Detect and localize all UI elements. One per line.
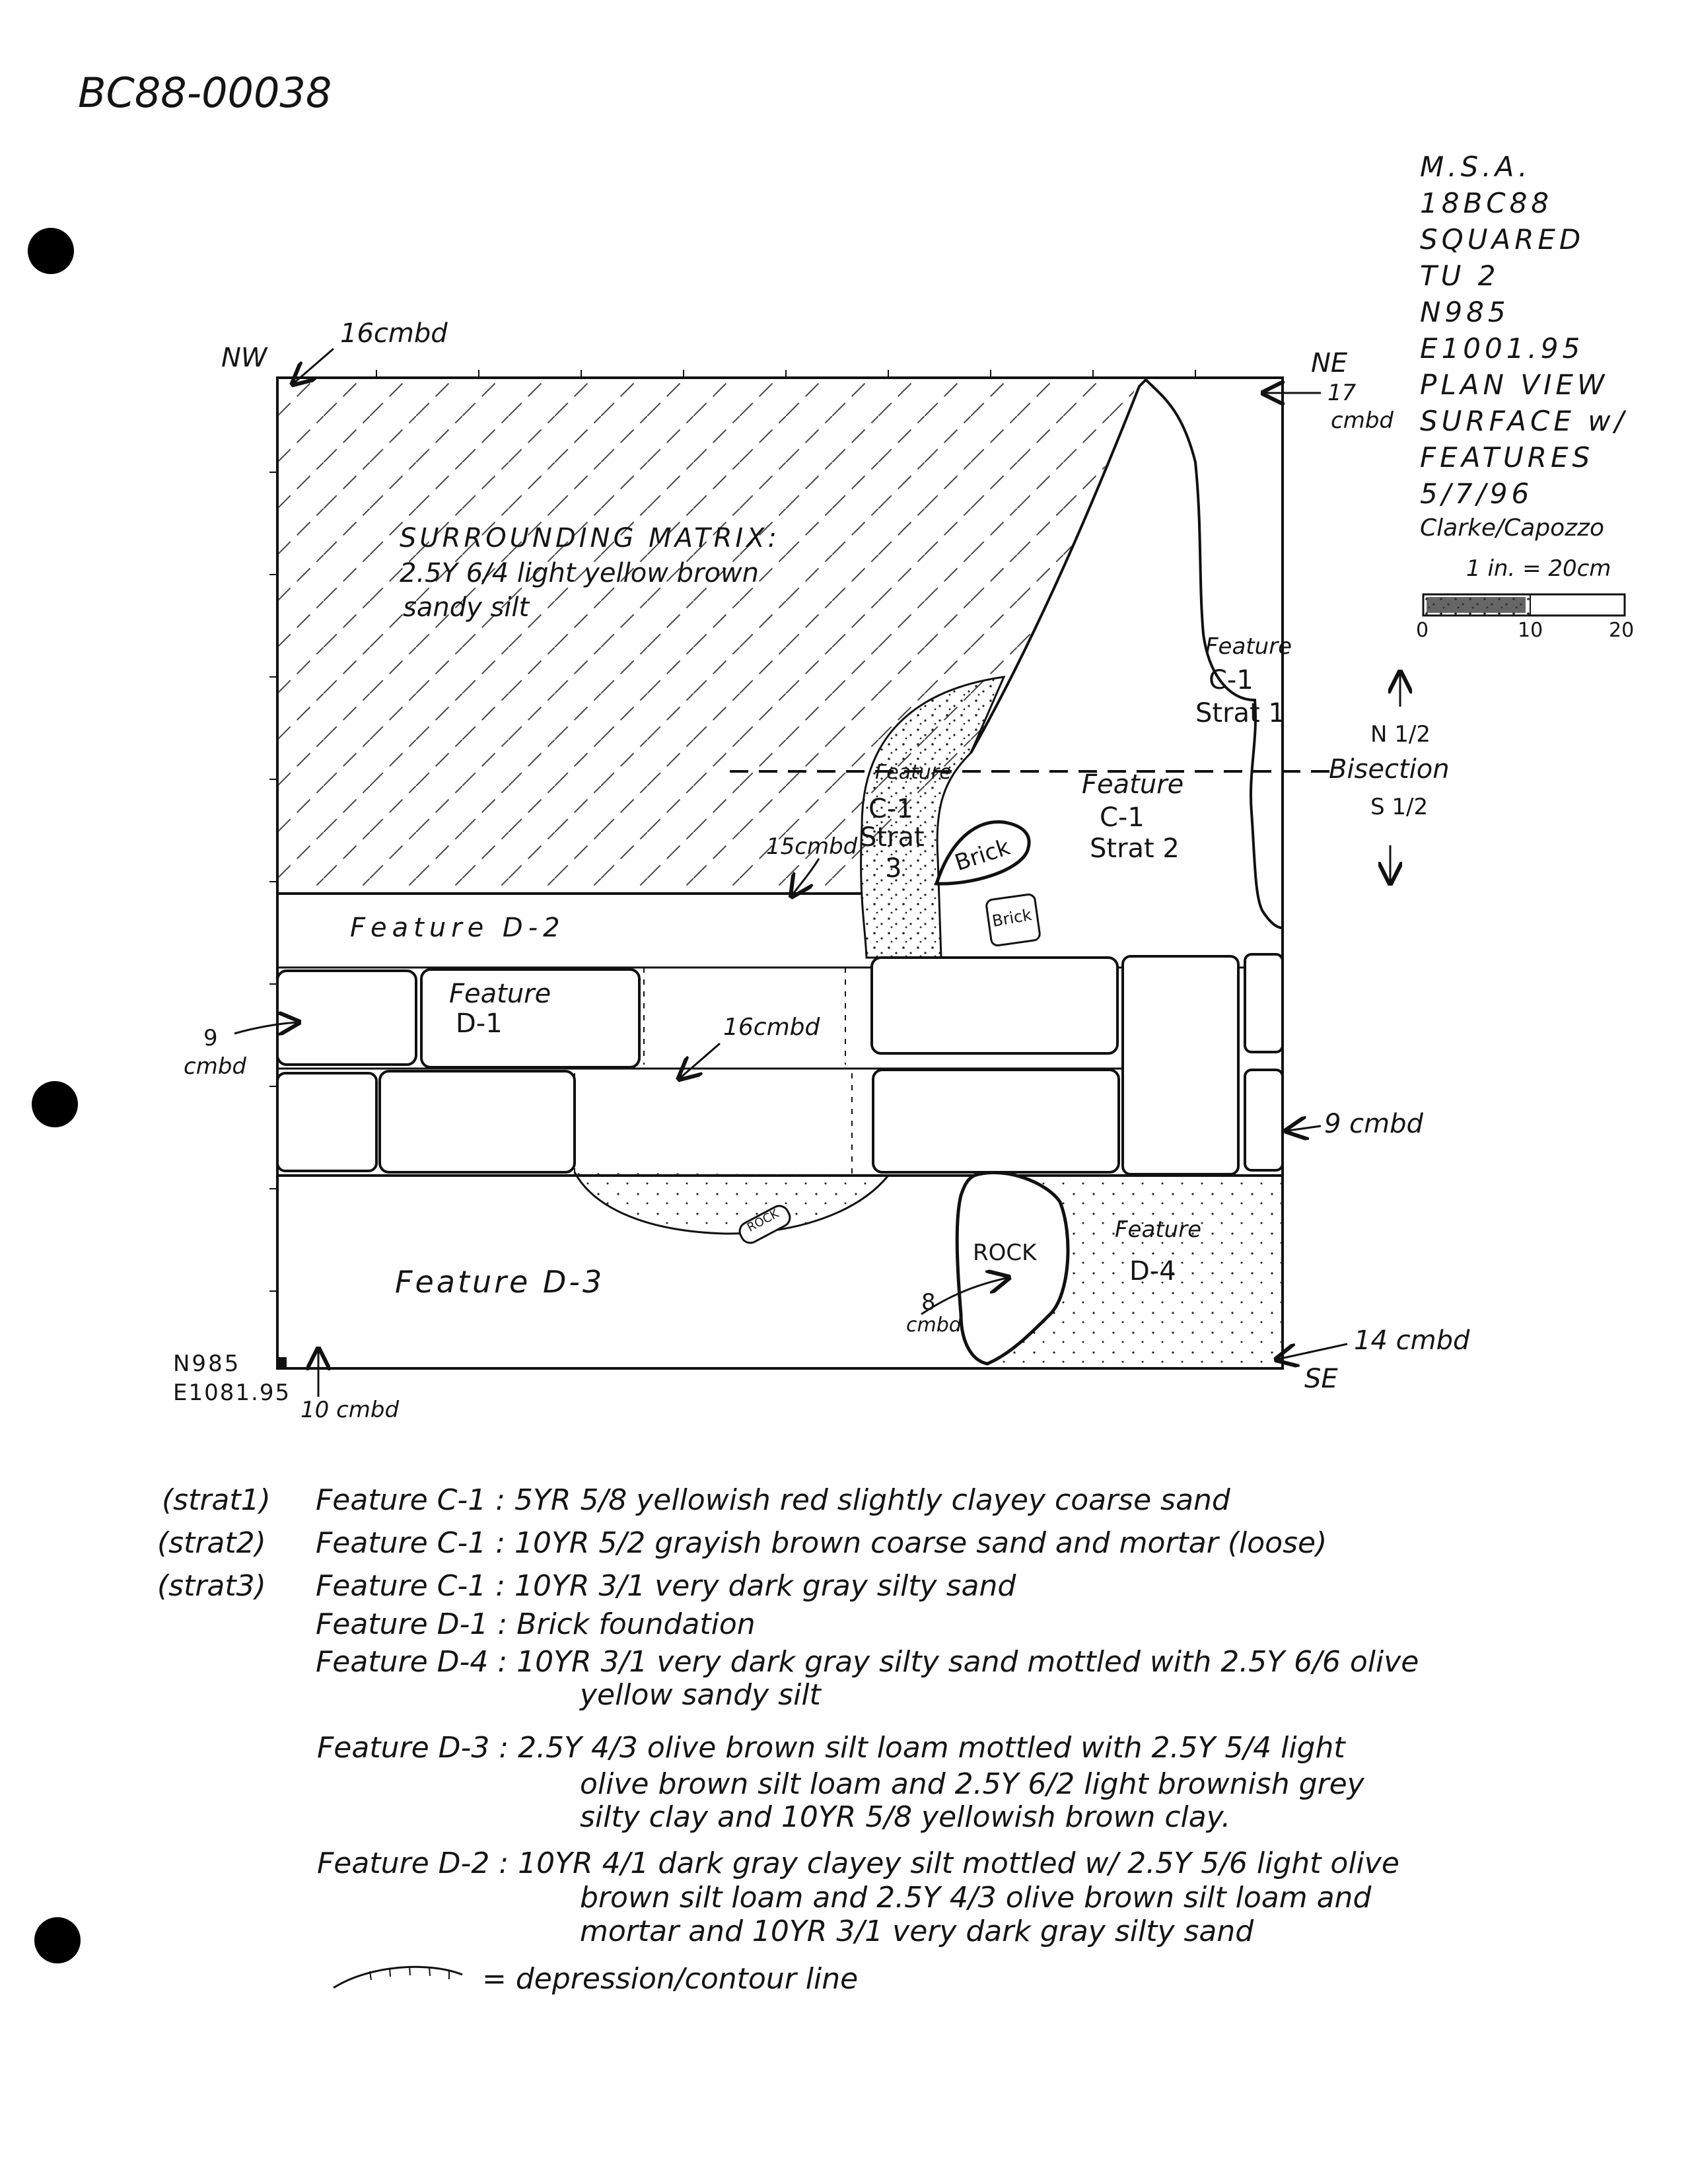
corner-nw-depth: 16cmbd [340,318,448,349]
feature-d1-label: Feature [449,979,551,1009]
header-line: SURFACE w/ [1420,405,1628,437]
header-line: N985 [1420,296,1510,328]
corner-sw-easting: E1081.95 [173,1380,291,1406]
feature-c1-strat3-fill [860,676,1006,959]
legend-entry: mortar and 10YR 3/1 very dark gray silty… [580,1915,1254,1948]
depth-16-arrow [680,1042,721,1078]
header-line: M.S.A. [1420,151,1532,183]
rock-label: ROCK [973,1240,1037,1266]
header-line: E1001.95 [1420,332,1584,365]
test-unit-square [276,376,1284,1370]
scale-tick-20: 20 [1609,619,1635,642]
surrounding-matrix-hatch [277,378,1139,892]
corner-se-depth: 14 cmbd [1354,1325,1470,1356]
legend-entry: silty clay and 10YR 5/8 yellowish brown … [580,1800,1231,1834]
feature-c1-strat2-label: Strat 2 [1090,833,1180,864]
corner-nw: NW [221,343,267,373]
matrix-label: 2.5Y 6/4 light yellow brown [400,558,760,588]
corner-ne: NE [1311,348,1348,378]
header-line: TU 2 [1420,260,1500,292]
feature-c1-strat1-label: Strat 1 [1195,698,1285,728]
matrix-label: SURROUNDING MATRIX: [400,523,781,553]
feature-c1-strat2-label: Feature [1082,769,1184,800]
depth-9-left-label: cmbd [184,1053,246,1080]
big-rock-shape [955,1171,1070,1366]
legend-entry: Feature C-1 : 10YR 3/1 very dark gray si… [316,1569,1016,1603]
depth-15-label: 15cmbd [766,833,858,860]
punch-hole-bottom [34,1917,81,1963]
nw-depth-arrow [294,347,334,383]
scale-tick-10: 10 [1518,619,1543,642]
legend-entry: Feature D-3 : 2.5Y 4/3 olive brown silt … [317,1731,1345,1765]
legend-entry: Feature C-1 : 5YR 5/8 yellowish red slig… [316,1483,1230,1517]
scale-text: 1 in. = 20cm [1466,555,1611,582]
legend-entry: Feature C-1 : 10YR 5/2 grayish brown coa… [316,1526,1327,1560]
legend-entry: Feature D-1 : Brick foundation [316,1607,756,1641]
corner-ne-depth: cmbd [1331,407,1394,434]
brick-shape [985,893,1041,947]
depth-9-left-arrow [234,1022,297,1034]
brick-shape [934,820,1031,886]
small-rock-shape [738,1205,791,1244]
scale-tick-0: 0 [1416,619,1429,642]
legend-entry: olive brown silt loam and 2.5Y 6/2 light… [580,1767,1364,1801]
depth-8-arrow [921,1278,1007,1316]
feature-d1-bricks [276,953,1284,1176]
feature-d3-label: Feature D-3 [395,1264,605,1300]
depression-contour [574,968,853,1176]
corner-ne-depth: 17 [1327,380,1357,406]
header-line: 18BC88 [1420,187,1553,219]
punch-hole-middle [32,1081,78,1127]
contour-key-label: = depression/contour line [482,1962,859,1996]
feature-d4-label: Feature [1115,1216,1202,1243]
header-line: SQUARED [1420,223,1585,256]
header-line: FEATURES [1420,441,1594,474]
feature-c1-strat1-label: C-1 [1209,665,1254,695]
feature-d1-label: D-1 [456,1008,503,1039]
depth-8-label: cmbd [906,1314,962,1337]
bisection-north: N 1/2 [1370,721,1431,748]
document-id: BC88-00038 [78,69,332,117]
feature-c1-strat3-label: Feature [875,761,952,784]
depth-15-arrow [793,858,820,895]
depression-contour [573,1172,890,1235]
legend-strat: (strat3) [157,1569,266,1603]
contour-key-symbol [333,1965,463,1989]
feature-c1-strat2-label: C-1 [1100,802,1145,833]
feature-d4-label: D-4 [1129,1256,1176,1286]
depth-9-right-arrow [1288,1126,1322,1131]
datum-point [276,1357,287,1368]
feature-c1-strat3-label: 3 [885,853,902,884]
legend-strat: (strat1) [162,1483,271,1517]
bisection-label: Bisection [1329,754,1450,785]
depth-16-label: 16cmbd [723,1014,820,1041]
header-line: Clarke/Capozzo [1420,514,1605,542]
header-line: PLAN VIEW [1420,369,1609,401]
depth-9-left-label: 9 [203,1025,218,1051]
bisection-south: S 1/2 [1370,794,1429,820]
corner-sw-depth: 10 cmbd [300,1397,400,1423]
feature-c1-strat3-label: Strat [860,822,925,853]
legend-entry: brown silt loam and 2.5Y 4/3 olive brown… [580,1881,1372,1915]
depth-9-right-label: 9 cmbd [1324,1109,1423,1139]
se-depth-arrow [1278,1343,1348,1359]
legend-entry: Feature D-2 : 10YR 4/1 dark gray clayey … [317,1847,1399,1880]
legend-strat: (strat2) [157,1526,266,1560]
feature-c1-strat3-label: C-1 [868,794,913,824]
punch-hole-top [28,228,74,274]
feature-c1-boundary [970,378,1283,929]
depth-8-label: 8 [921,1289,936,1316]
feature-c1-strat1-label: Feature [1205,633,1292,660]
legend-entry: yellow sandy silt [580,1678,821,1712]
corner-sw-northing: N985 [173,1351,241,1377]
feature-d2-label: Feature D-2 [350,913,565,943]
header-line: 5/7/96 [1420,477,1534,510]
corner-se: SE [1304,1364,1338,1394]
matrix-label: sandy silt [403,592,530,623]
legend-entry: Feature D-4 : 10YR 3/1 very dark gray si… [316,1645,1419,1679]
